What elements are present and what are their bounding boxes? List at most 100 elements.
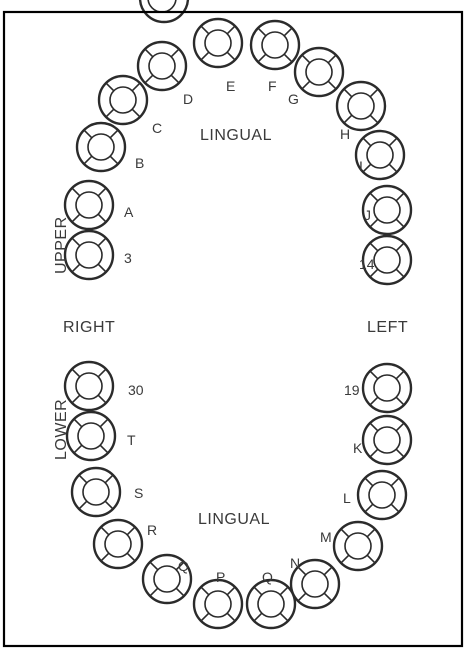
tooth-surface-divider xyxy=(100,526,110,536)
tooth-surface-divider xyxy=(144,74,154,84)
tooth-surface-divider xyxy=(369,370,379,380)
tooth-outer-ring xyxy=(361,414,413,466)
tooth-occlusal-surface xyxy=(109,86,137,114)
tooth-occlusal-surface xyxy=(204,590,232,618)
tooth-label: T xyxy=(127,432,136,448)
right-label: RIGHT xyxy=(63,319,115,336)
tooth-surface-divider xyxy=(99,444,109,454)
tooth-surface-divider xyxy=(109,129,119,139)
tooth-surface-divider xyxy=(226,586,236,596)
tooth-surface-divider xyxy=(71,368,81,378)
tooth-occlusal-surface xyxy=(368,481,396,509)
tooth-outer-ring xyxy=(192,578,244,630)
tooth-surface-divider xyxy=(97,213,107,223)
tooth-label: S xyxy=(134,485,143,501)
tooth-surface-divider xyxy=(131,82,141,92)
tooth-surface-divider xyxy=(395,448,405,458)
tooth-surface-divider xyxy=(83,155,93,165)
tooth-surface-divider xyxy=(323,592,333,602)
tooth-surface-divider xyxy=(126,552,136,562)
tooth-surface-divider xyxy=(388,163,398,173)
tooth-surface-divider xyxy=(71,237,81,247)
tooth-surface-divider xyxy=(388,137,398,147)
tooth-l: L xyxy=(343,469,408,521)
tooth-outer-ring xyxy=(289,558,341,610)
tooth-outer-ring xyxy=(245,578,297,630)
left-label: LEFT xyxy=(367,319,408,336)
tooth-label: G xyxy=(288,91,299,107)
tooth-surface-divider xyxy=(226,25,236,35)
tooth-surface-divider xyxy=(362,163,372,173)
tooth-label: D xyxy=(183,91,193,107)
tooth-outer-ring xyxy=(75,121,127,173)
tooth-outer-ring xyxy=(335,80,387,132)
tooth-surface-divider xyxy=(340,554,350,564)
tooth-outer-ring xyxy=(141,553,193,605)
tooth-surface-divider xyxy=(297,592,307,602)
tooth-q-right: Q xyxy=(245,569,297,630)
tooth-surface-divider xyxy=(343,88,353,98)
tooth-occlusal-surface xyxy=(373,426,401,454)
tooth-occlusal-surface xyxy=(261,31,289,59)
tooth-e: E xyxy=(192,17,244,94)
tooth-occlusal-surface xyxy=(366,141,394,169)
tooth-surface-divider xyxy=(362,137,372,147)
tooth-surface-divider xyxy=(175,561,185,571)
tooth-label: Q xyxy=(178,558,189,574)
tooth-surface-divider xyxy=(369,114,379,124)
tooth-label: I xyxy=(359,158,363,174)
tooth-surface-divider xyxy=(253,612,263,622)
tooth-outer-ring xyxy=(70,466,122,518)
tooth-surface-divider xyxy=(369,88,379,98)
tooth-r: R xyxy=(92,518,157,570)
tooth-surface-divider xyxy=(97,368,107,378)
lingual-top-label: LINGUAL xyxy=(200,127,272,144)
tooth-label: R xyxy=(147,522,157,538)
tooth-surface-divider xyxy=(369,192,379,202)
tooth-label: F xyxy=(268,78,277,94)
tooth-occlusal-surface xyxy=(87,133,115,161)
tooth-surface-divider xyxy=(104,500,114,510)
tooth-surface-divider xyxy=(343,114,353,124)
tooth-surface-divider xyxy=(283,53,293,63)
tooth-k: K xyxy=(353,414,413,466)
tooth-surface-divider xyxy=(369,268,379,278)
tooth-outer-ring xyxy=(63,229,115,281)
tooth-outer-ring xyxy=(249,19,301,71)
tooth-outer-ring xyxy=(65,410,117,462)
tooth-surface-divider xyxy=(279,586,289,596)
tooth-surface-divider xyxy=(97,187,107,197)
tooth-surface-divider xyxy=(395,192,405,202)
tooth-surface-divider xyxy=(369,242,379,252)
tooth-occlusal-surface xyxy=(344,532,372,560)
tooth-surface-divider xyxy=(170,48,180,58)
tooth-surface-divider xyxy=(323,566,333,576)
tooth-30: 30 xyxy=(63,360,144,412)
tooth-label: N xyxy=(290,555,300,571)
tooth-surface-divider xyxy=(71,187,81,197)
tooth-occlusal-surface xyxy=(75,241,103,269)
tooth-surface-divider xyxy=(366,554,376,564)
tooth-outer-ring xyxy=(293,46,345,98)
tooth-surface-divider xyxy=(131,108,141,118)
tooth-surface-divider xyxy=(71,213,81,223)
tooth-surface-divider xyxy=(100,552,110,562)
tooth-h: H xyxy=(335,80,387,142)
tooth-label: A xyxy=(124,204,134,220)
tooth-b: B xyxy=(75,121,144,173)
lingual-bottom-label: LINGUAL xyxy=(198,511,270,528)
tooth-surface-divider xyxy=(71,394,81,404)
tooth-label: L xyxy=(343,490,351,506)
tooth-surface-divider xyxy=(369,218,379,228)
tooth-surface-divider xyxy=(144,48,154,58)
tooth-label: M xyxy=(320,529,332,545)
tooth-surface-divider xyxy=(395,370,405,380)
tooth-surface-divider xyxy=(170,74,180,84)
tooth-surface-divider xyxy=(200,51,210,61)
tooth-surface-divider xyxy=(301,80,311,90)
tooth-surface-divider xyxy=(97,237,107,247)
tooth-d: D xyxy=(136,40,193,107)
tooth-label: Q xyxy=(262,569,273,585)
tooth-surface-divider xyxy=(301,54,311,64)
